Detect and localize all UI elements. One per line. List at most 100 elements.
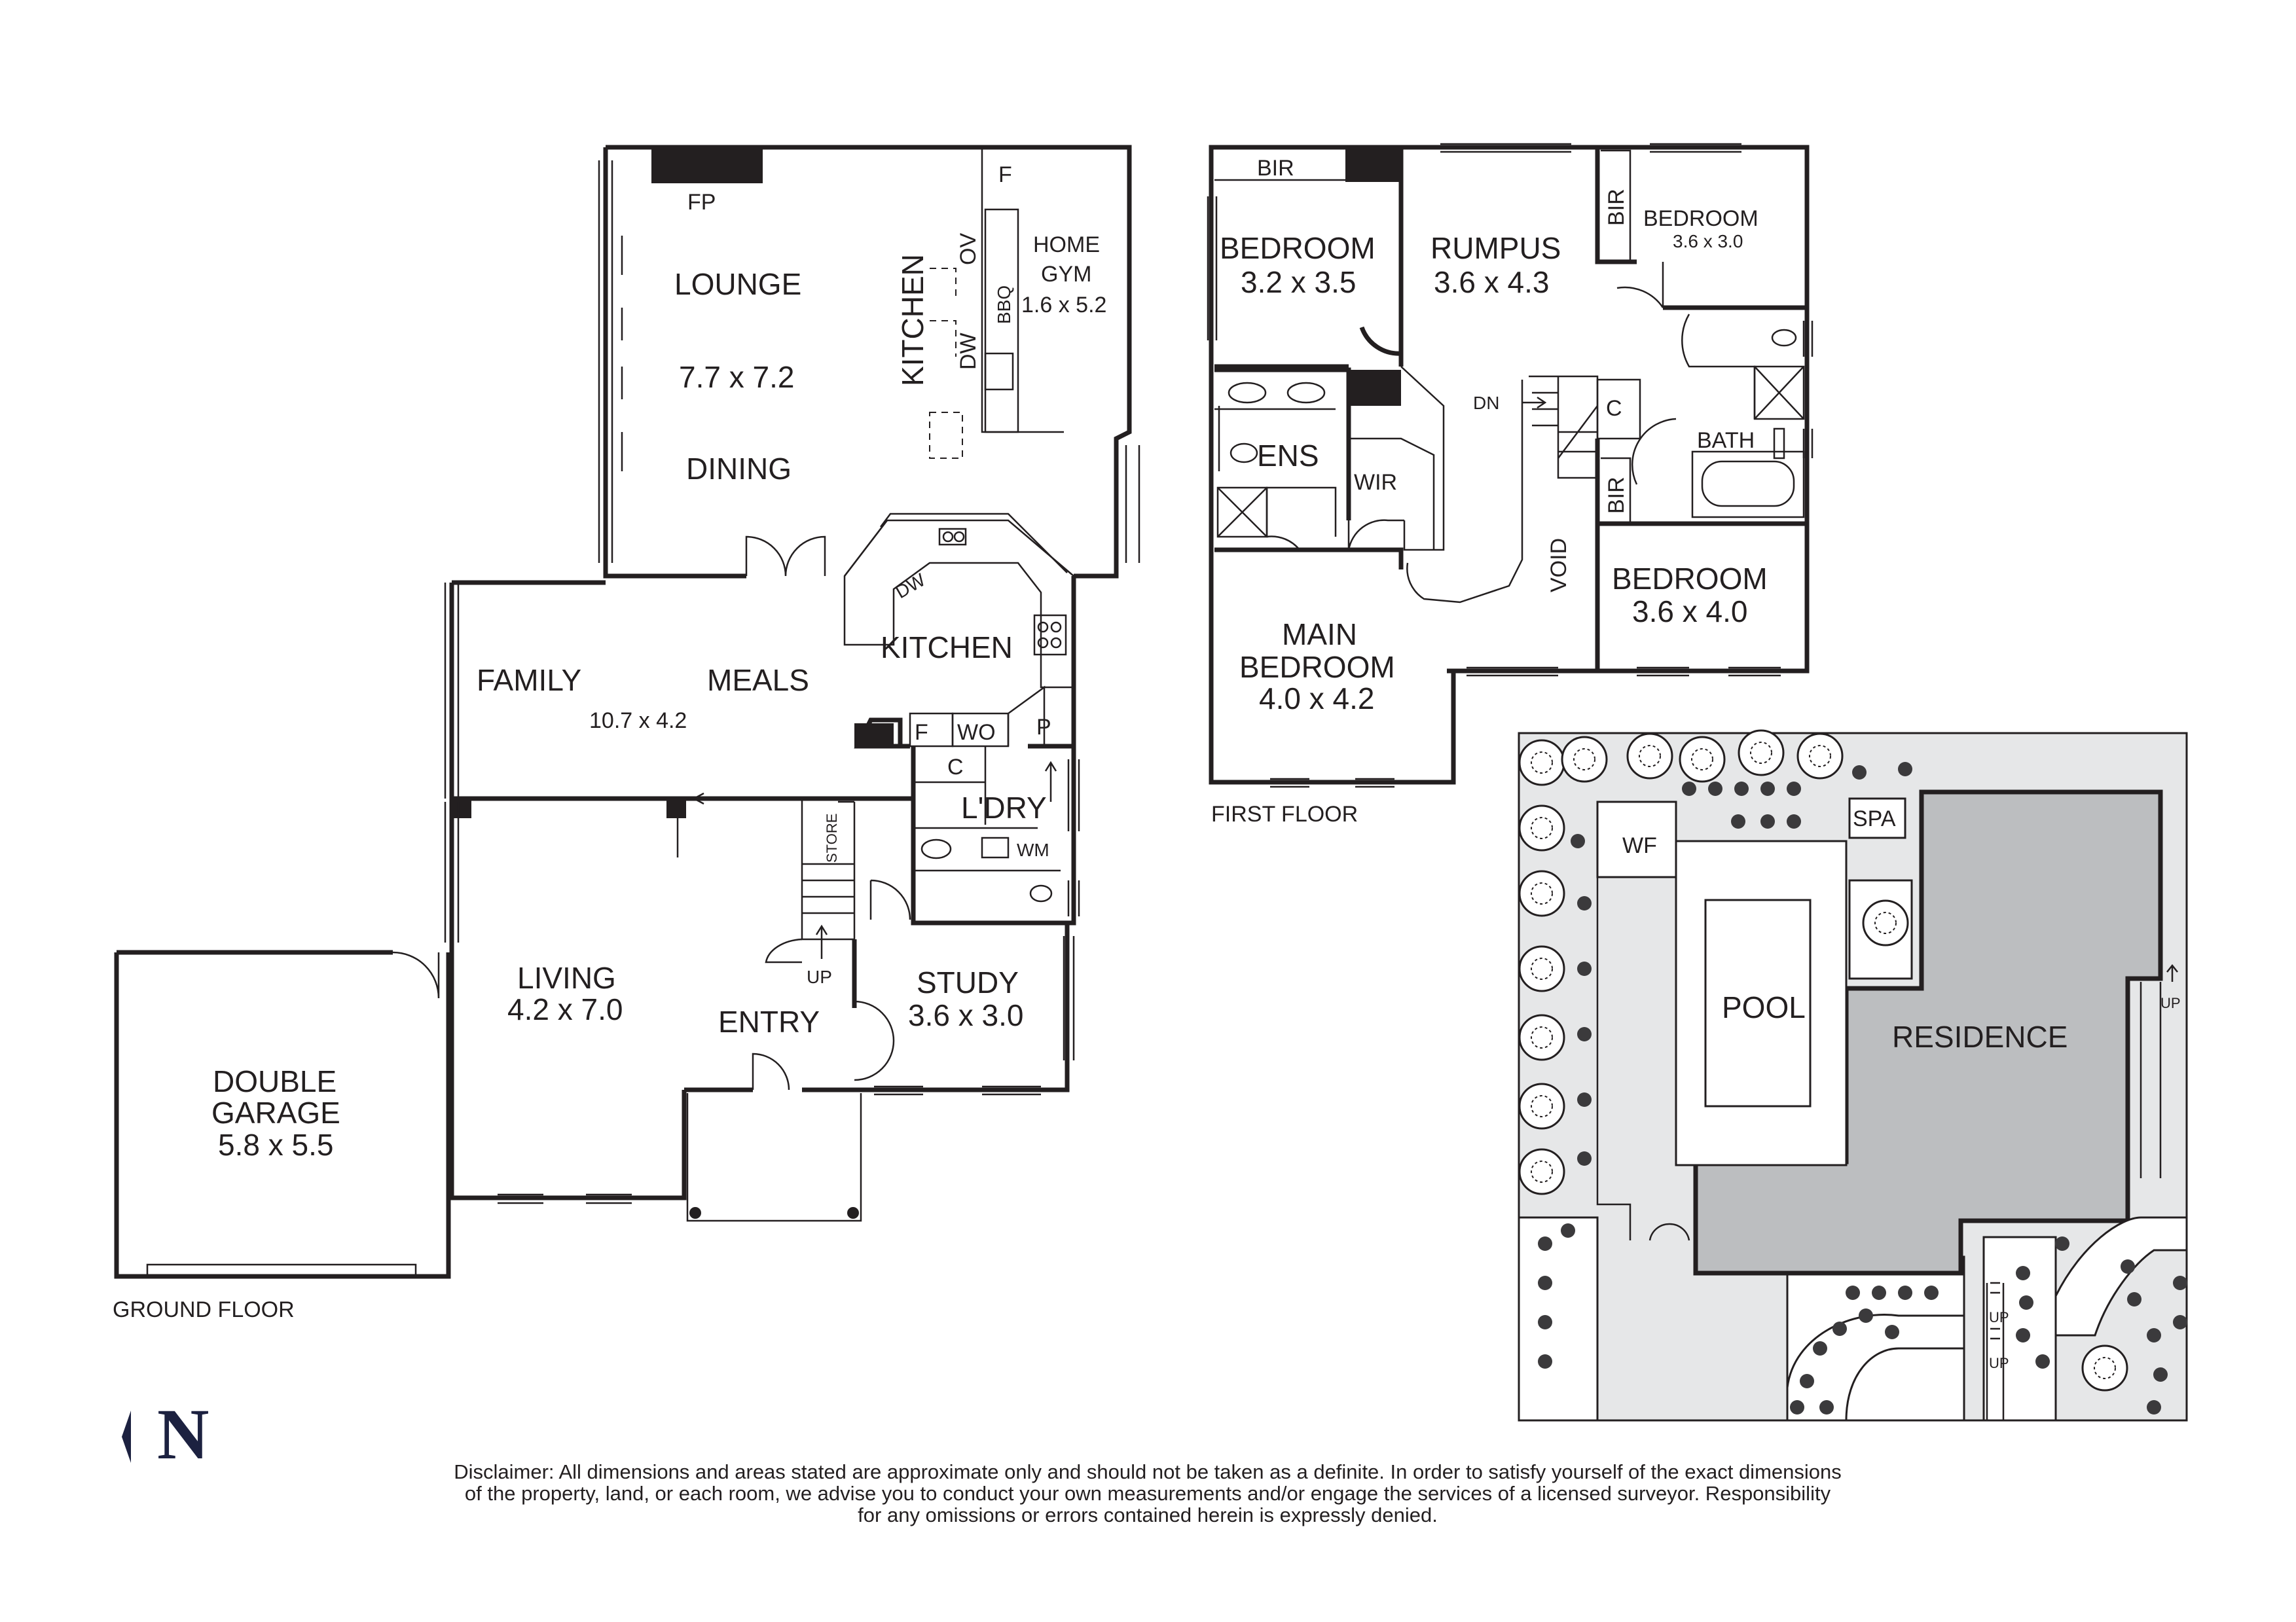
living-label: LIVING: [517, 961, 616, 995]
study-label: STUDY: [917, 965, 1019, 1000]
shrub-icon: [1561, 1223, 1575, 1238]
tree-icon: [1518, 1083, 1565, 1130]
bath-label: BATH: [1697, 428, 1755, 453]
ensuite-label: ENS: [1257, 439, 1319, 473]
outdoor-kitchen-label: KITCHEN: [896, 254, 930, 386]
first-floor-caption: FIRST FLOOR: [1211, 802, 1358, 827]
stair-down-label: DN: [1473, 393, 1499, 413]
first-floor-cupboard-label: C: [1606, 396, 1622, 421]
shrub-icon: [2127, 1292, 2141, 1307]
bedroom2-label: BEDROOM: [1643, 206, 1758, 231]
dishwasher-label: DW: [892, 569, 929, 602]
study-dims: 3.6 x 3.0: [908, 998, 1023, 1032]
pool-label: POOL: [1722, 990, 1806, 1024]
tree-icon: [1518, 870, 1565, 917]
fridge-upper-label: F: [998, 162, 1012, 187]
garage-dims: 5.8 x 5.5: [218, 1128, 333, 1162]
shrub-icon: [1819, 1400, 1834, 1415]
shrub-icon: [1872, 1286, 1886, 1300]
shrub-icon: [1760, 782, 1775, 796]
laundry-label: L'DRY: [961, 791, 1047, 825]
tree-icon: [1518, 1148, 1565, 1195]
shrub-icon: [2035, 1354, 2050, 1369]
tree-icon: [1518, 739, 1565, 786]
shrub-icon: [2019, 1295, 2033, 1310]
shrub-icon: [1787, 782, 1801, 796]
home-gym-label: HOME: [1033, 232, 1100, 257]
bir-top-label: BIR: [1257, 156, 1294, 181]
tree-icon: [1862, 899, 1909, 946]
pantry-label: P: [1036, 715, 1051, 740]
tree-canopy-icon: [1750, 742, 1772, 764]
fridge-label: F: [915, 720, 928, 745]
shrub-icon: [1846, 1286, 1860, 1300]
shrub-icon: [1790, 1400, 1804, 1415]
family-meals-dims: 10.7 x 4.2: [589, 708, 687, 733]
kitchen-label: KITCHEN: [881, 630, 1013, 664]
rumpus-dims: 3.6 x 4.3: [1434, 265, 1549, 299]
outdoor-dishwasher-label: DW: [956, 333, 981, 370]
site-up-label: UP: [2160, 995, 2181, 1011]
shrub-icon: [1577, 1092, 1592, 1107]
void-label: VOID: [1546, 538, 1571, 592]
disclaimer-line-1: Disclaimer: All dimensions and areas sta…: [454, 1460, 1842, 1483]
main-bedroom-label-2: BEDROOM: [1239, 650, 1395, 684]
tree-icon: [2081, 1344, 2128, 1392]
shrub-icon: [1813, 1341, 1827, 1356]
disclaimer: Disclaimer: All dimensions and areas sta…: [367, 1461, 1929, 1526]
store-label: STORE: [824, 814, 840, 863]
washing-machine-label: WM: [1017, 840, 1049, 860]
home-gym-label-2: GYM: [1041, 262, 1091, 287]
bedroom3-label: BEDROOM: [1612, 562, 1768, 596]
tree-icon: [1518, 945, 1565, 992]
shrub-icon: [1898, 1286, 1912, 1300]
dining-label: DINING: [686, 452, 792, 486]
tree-icon: [1679, 736, 1726, 783]
family-label: FAMILY: [477, 663, 581, 697]
shrub-icon: [1538, 1354, 1552, 1369]
shrub-icon: [1787, 814, 1801, 829]
water-feature-label: WF: [1622, 833, 1657, 858]
walk-in-oven-label: WO: [957, 720, 996, 745]
living-dims: 4.2 x 7.0: [507, 992, 623, 1026]
rumpus-label: RUMPUS: [1430, 231, 1561, 265]
site-up-label-2: UP: [1989, 1309, 2009, 1325]
tree-canopy-icon: [1691, 748, 1713, 770]
shrub-icon: [2153, 1367, 2168, 1382]
site-plan: [1518, 732, 2188, 1422]
tree-canopy-icon: [1531, 1095, 1553, 1117]
shrub-icon: [1538, 1276, 1552, 1290]
first-floor-plan: [1207, 143, 1813, 788]
disclaimer-line-2: of the property, land, or each room, we …: [464, 1482, 1831, 1505]
ground-floor-plan: [114, 145, 1140, 1279]
shrub-icon: [1832, 1322, 1847, 1336]
shrub-icon: [2055, 1236, 2069, 1251]
tree-icon: [1518, 1014, 1565, 1061]
entry-label: ENTRY: [718, 1005, 820, 1039]
shrub-icon: [1731, 814, 1745, 829]
tree-canopy-icon: [1531, 817, 1553, 839]
bir-right-label: BIR: [1604, 189, 1629, 226]
shrub-icon: [2173, 1276, 2187, 1290]
shrub-icon: [2173, 1315, 2187, 1329]
lounge-dims: 7.7 x 7.2: [679, 360, 794, 394]
shrub-icon: [1898, 762, 1912, 776]
home-gym-dims: 1.6 x 5.2: [1021, 293, 1106, 317]
tree-canopy-icon: [1531, 958, 1553, 980]
stair-up-label: UP: [807, 967, 832, 987]
tree-canopy-icon: [1531, 751, 1553, 774]
shrub-icon: [1760, 814, 1775, 829]
shrub-icon: [2016, 1328, 2030, 1343]
shrub-icon: [1924, 1286, 1939, 1300]
spa-label: SPA: [1853, 806, 1896, 831]
ground-floor-caption: GROUND FLOOR: [113, 1297, 295, 1322]
garage-label: DOUBLE: [213, 1064, 337, 1098]
shrub-icon: [1852, 765, 1867, 780]
main-bedroom-label: MAIN: [1282, 617, 1357, 651]
site-trees: [1518, 729, 2187, 1415]
shrub-icon: [2147, 1328, 2161, 1343]
tree-canopy-icon: [2094, 1357, 2116, 1379]
shrub-icon: [1571, 834, 1585, 848]
bedroom3-dims: 3.6 x 4.0: [1632, 594, 1747, 628]
